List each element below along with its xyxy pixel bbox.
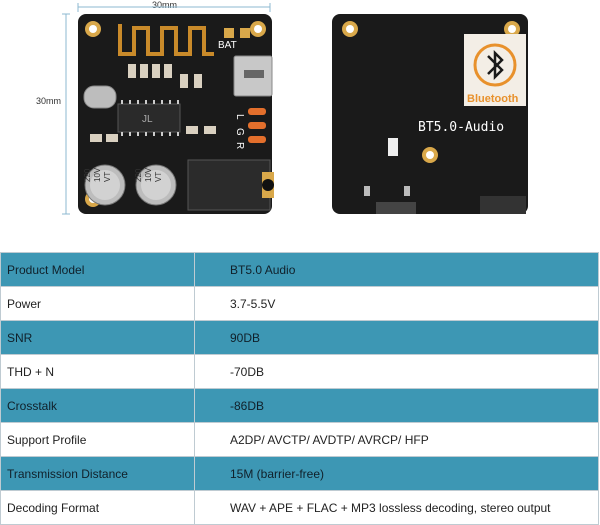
specs-table: Product Model BT5.0 Audio Power 3.7-5.5V… bbox=[0, 252, 599, 525]
table-row: Transmission Distance 15M (barrier-free) bbox=[0, 456, 599, 491]
crystal bbox=[83, 85, 117, 109]
table-row: Product Model BT5.0 Audio bbox=[0, 252, 599, 287]
spec-label: Product Model bbox=[0, 252, 195, 287]
board-back: Bluetooth BT5.0-Audio bbox=[332, 14, 528, 214]
antenna-trace bbox=[118, 24, 214, 56]
model-silkscreen: BT5.0-Audio bbox=[418, 120, 504, 135]
bluetooth-logo-text: Bluetooth bbox=[467, 93, 519, 105]
table-row: Crosstalk -86DB bbox=[0, 388, 599, 423]
spec-value: -70DB bbox=[194, 354, 599, 389]
spec-value: -86DB bbox=[194, 388, 599, 423]
table-row: Support Profile A2DP/ AVCTP/ AVDTP/ AVRC… bbox=[0, 422, 599, 457]
spec-label: Crosstalk bbox=[0, 388, 195, 423]
table-row: Power 3.7-5.5V bbox=[0, 286, 599, 321]
table-row: THD + N -70DB bbox=[0, 354, 599, 389]
capacitor-1: 220 10V VT bbox=[83, 164, 126, 206]
width-dimension: 30mm bbox=[152, 0, 178, 10]
spec-value: 3.7-5.5V bbox=[194, 286, 599, 321]
spec-label: Decoding Format bbox=[0, 490, 195, 525]
spec-value: BT5.0 Audio bbox=[194, 252, 599, 287]
spec-value: 15M (barrier-free) bbox=[194, 456, 599, 491]
channel-label-g: G bbox=[234, 128, 245, 136]
chip-text: JL bbox=[142, 114, 153, 125]
spec-label: Power bbox=[0, 286, 195, 321]
spec-label: Transmission Distance bbox=[0, 456, 195, 491]
spec-value: WAV + APE + FLAC + MP3 lossless decoding… bbox=[194, 490, 599, 525]
bluetooth-logo-icon: Bluetooth bbox=[464, 34, 526, 106]
capacitor-2: 220 10V VT bbox=[134, 164, 177, 206]
spec-label: Support Profile bbox=[0, 422, 195, 457]
spec-label: SNR bbox=[0, 320, 195, 355]
spec-value: A2DP/ AVCTP/ AVDTP/ AVRCP/ HFP bbox=[194, 422, 599, 457]
product-image: 30mm 30mm BAT bbox=[0, 0, 600, 232]
main-chip bbox=[117, 103, 181, 133]
channel-label-r: R bbox=[234, 142, 245, 149]
svg-text:220: 220 bbox=[134, 168, 143, 182]
table-row: Decoding Format WAV + APE + FLAC + MP3 l… bbox=[0, 490, 599, 525]
svg-text:220: 220 bbox=[83, 168, 92, 182]
product-photo: BAT JL bbox=[62, 3, 528, 215]
spec-value: 90DB bbox=[194, 320, 599, 355]
bat-label: BAT bbox=[218, 40, 237, 51]
channel-label-l: L bbox=[234, 114, 245, 120]
board-front: BAT JL bbox=[78, 14, 274, 214]
svg-text:10V: 10V bbox=[93, 167, 102, 182]
table-row: SNR 90DB bbox=[0, 320, 599, 355]
spec-label: THD + N bbox=[0, 354, 195, 389]
height-dimension: 30mm bbox=[36, 96, 62, 106]
svg-text:VT: VT bbox=[103, 172, 112, 182]
svg-text:VT: VT bbox=[154, 172, 163, 182]
svg-text:10V: 10V bbox=[144, 167, 153, 182]
dimension-lines bbox=[62, 3, 271, 215]
audio-jack bbox=[187, 159, 271, 211]
